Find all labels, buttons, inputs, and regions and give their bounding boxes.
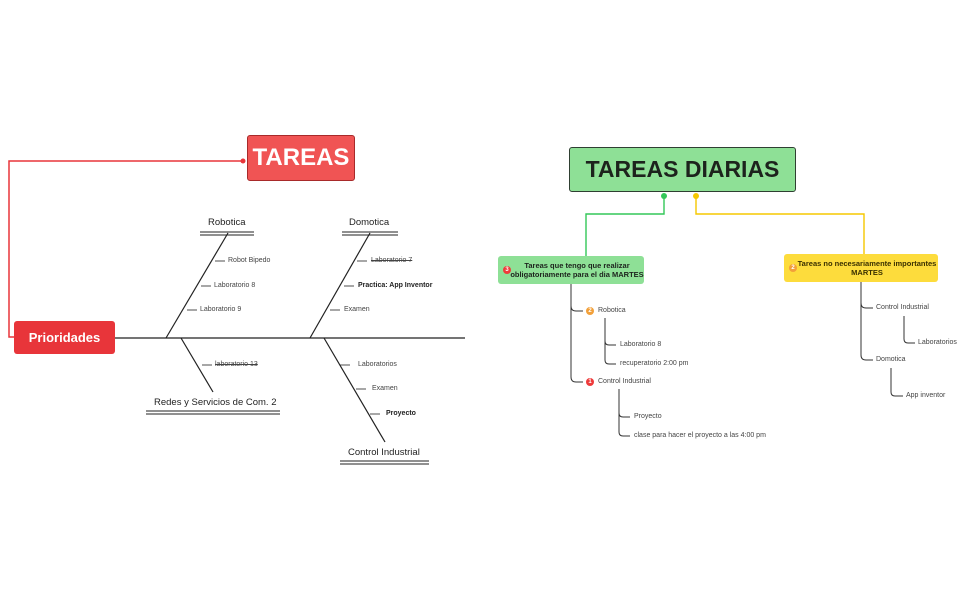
fishbone-spine-label-box[interactable]: Prioridades [14,321,115,354]
mindmap-node-control-industrial[interactable]: Control Industrial [598,378,651,385]
mindmap-leaf[interactable]: App inventor [906,392,946,399]
mindmap-root-label: TAREAS DIARIAS [585,156,780,182]
left-branch-line [585,196,665,256]
right-branch-line [695,196,865,254]
fishbone-item[interactable]: Robot Bipedo [228,257,271,264]
head-connector-dot [240,158,246,164]
mindmap-leaf[interactable]: clase para hacer el proyecto a las 4:00 … [634,432,766,439]
branch-label-line1: Tareas que tengo que realizar [524,261,630,270]
bone-robotica [165,232,229,339]
connector-dot-right [693,193,699,199]
fishbone-item[interactable]: Practica: App Inventor [358,282,433,289]
mindmap-node-control-industrial[interactable]: Control Industrial [876,304,929,311]
fishbone-item[interactable]: Proyecto [386,410,416,417]
bone-domotica [309,232,371,339]
fishbone-item[interactable]: Examen [372,385,398,392]
priority-badge: 1 [586,378,594,386]
fishbone-item[interactable]: Laboratorios [358,361,397,368]
fishbone-head-label: TAREAS [252,144,350,171]
category-control-industrial[interactable]: Control Industrial [348,447,420,458]
priority-badge: 2 [789,264,797,272]
mindmap-node-robotica[interactable]: Robotica [598,307,626,314]
fishbone-item[interactable]: Examen [344,306,370,313]
connector-dot-left [661,193,667,199]
branch-label-line1: Tareas no necesariamente importantes [797,259,937,268]
mindmap-branch-no-necesarias[interactable]: 2 Tareas no necesariamente importantes M… [784,254,938,282]
mindmap-leaf[interactable]: Laboratorio 8 [620,341,662,348]
bone-redes [180,337,214,393]
category-redes[interactable]: Redes y Servicios de Com. 2 [154,397,277,408]
fishbone-item[interactable]: Laboratorio 8 [214,282,256,289]
fishbone-item[interactable]: laboratorio 13 [215,361,258,368]
mindmap-node-domotica[interactable]: Domotica [876,356,906,363]
spine-label: Prioridades [28,330,101,345]
head-connector-line [8,160,243,338]
priority-badge: 3 [503,266,511,274]
branch-label-line2: obligatoriamente para el dia MARTES [510,270,644,279]
category-robotica[interactable]: Robotica [208,217,246,228]
fishbone-item[interactable]: Laboratorio 9 [200,306,242,313]
mindmap-root[interactable]: TAREAS DIARIAS [569,147,796,192]
mindmap-leaf[interactable]: Laboratorios [918,339,957,346]
category-domotica[interactable]: Domotica [349,217,390,228]
bone-control-industrial [323,337,386,443]
fishbone-item[interactable]: Laboratorio 7 [371,257,413,264]
priority-badge: 2 [586,307,594,315]
mindmap-leaf[interactable]: recuperatorio 2:00 pm [620,360,689,367]
fishbone-head[interactable]: TAREAS [247,135,355,181]
mindmap-leaf[interactable]: Proyecto [634,413,662,420]
mindmap-branch-obligatorias[interactable]: 3 Tareas que tengo que realizar obligato… [498,256,644,284]
branch-label-line2: MARTES [851,268,883,277]
